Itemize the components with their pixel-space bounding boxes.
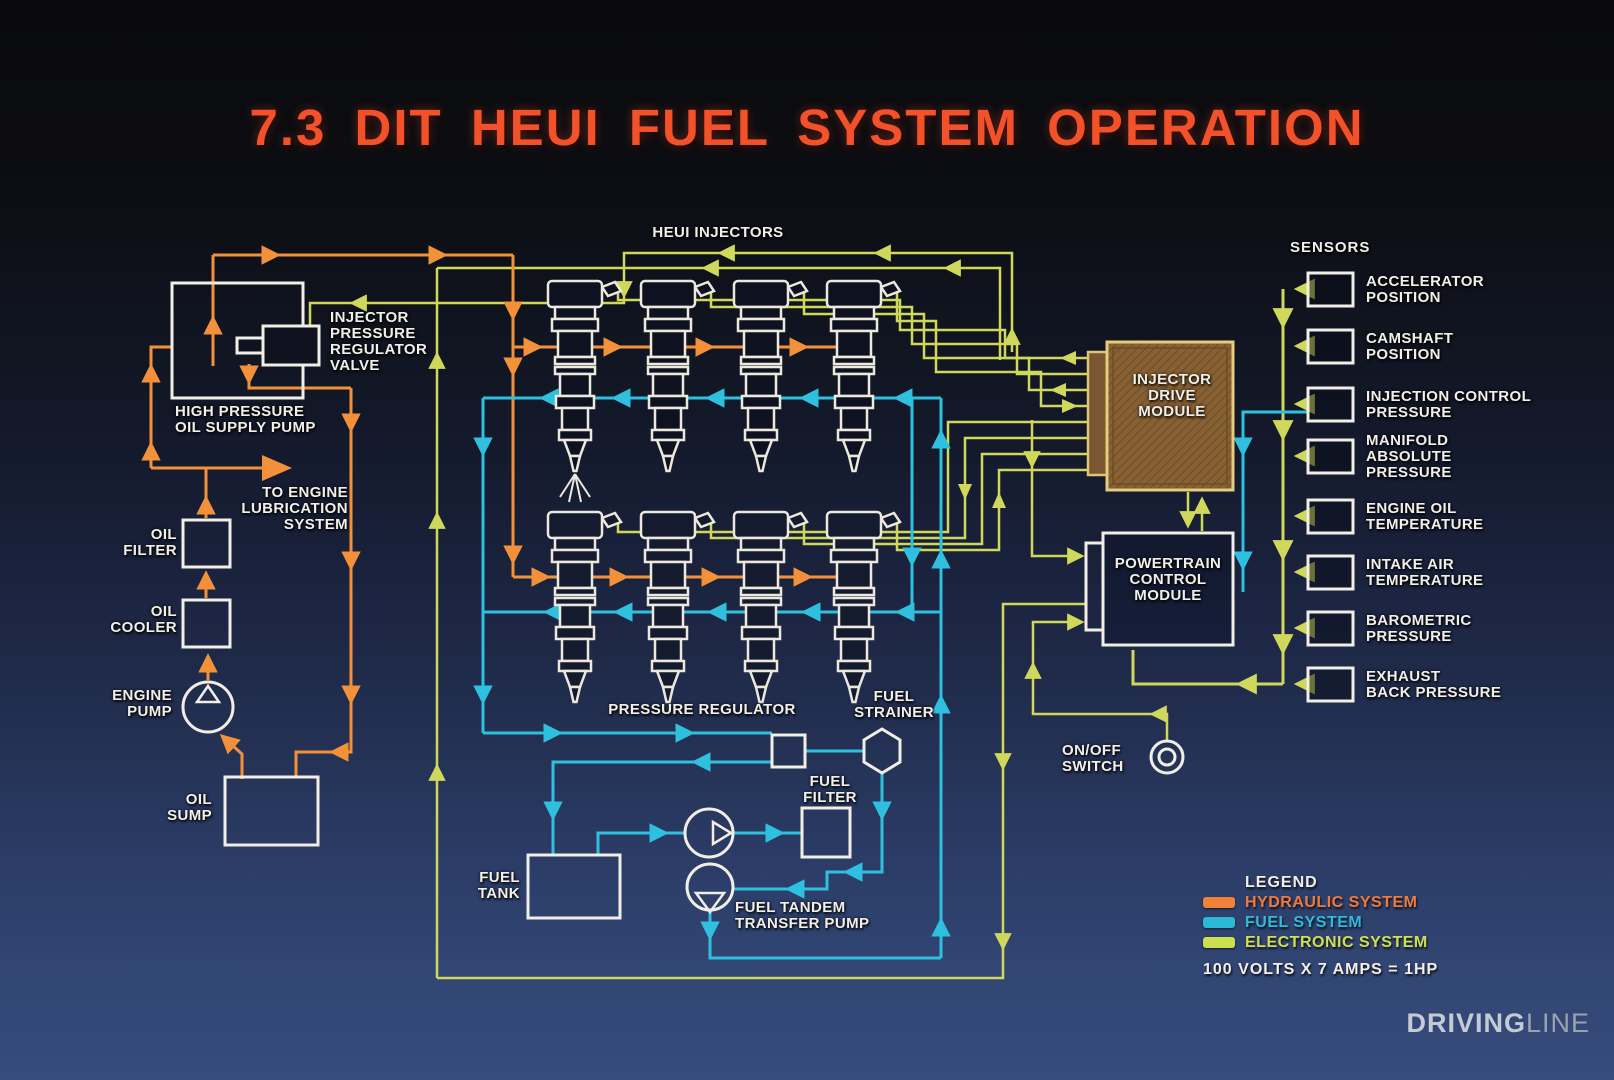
fuel-filter-shape	[800, 806, 852, 859]
heui-injectors-row1	[546, 279, 902, 473]
oil-sump-shape	[223, 775, 320, 847]
label-on-off-switch: ON/OFF SWITCH	[1062, 742, 1124, 775]
sensors-header: SENSORS	[1290, 239, 1371, 256]
ipr-valve-nozzle-shape	[235, 336, 265, 355]
sensor-boxes	[1306, 271, 1355, 703]
on-off-switch-inner-icon	[1157, 747, 1177, 767]
label-ipr-valve: INJECTOR PRESSURE REGULATOR VALVE	[330, 309, 428, 374]
engine-pump-triangle-icon	[194, 683, 222, 704]
legend-item-hydraulic: HYDRAULIC SYSTEM	[1203, 893, 1438, 912]
pcm-box	[1101, 531, 1235, 647]
sensor-label-barometric-pressure: BAROMETRIC PRESSURE	[1366, 612, 1472, 645]
tandem-pump-upper-triangle-icon	[711, 819, 734, 847]
legend-swatch-electronic	[1203, 937, 1235, 948]
electronic-lines	[308, 244, 1315, 980]
ipr-valve-shape	[261, 324, 321, 367]
legend-formula: 100 VOLTS X 7 AMPS = 1HP	[1203, 961, 1439, 978]
sensor-label-manifold-absolute-pressure: MANIFOLD ABSOLUTE PRESSURE	[1366, 432, 1452, 481]
fuel-lines	[473, 388, 1308, 960]
engine-pump-shape	[181, 680, 235, 734]
oil-filter-shape	[181, 518, 232, 569]
electronic-arrows	[958, 351, 1078, 508]
sensor-label-injection-control-pressure: INJECTION CONTROL PRESSURE	[1366, 388, 1532, 421]
sensor-label-exhaust-back-pressure: EXHAUST BACK PRESSURE	[1366, 668, 1502, 701]
legend-label-hydraulic: HYDRAULIC SYSTEM	[1245, 893, 1418, 911]
label-oil-sump: OIL SUMP	[167, 791, 212, 824]
label-heui-injectors: HEUI INJECTORS	[652, 224, 784, 241]
label-fuel-filter: FUEL FILTER	[803, 773, 857, 806]
label-injector-drive-module: INJECTOR DRIVE MODULE	[1132, 371, 1212, 420]
label-pressure-regulator: PRESSURE REGULATOR	[608, 701, 796, 718]
legend-label-electronic: ELECTRONIC SYSTEM	[1245, 933, 1428, 951]
sensor-label-accelerator-position: ACCELERATOR POSITION	[1366, 273, 1485, 306]
label-to-engine-lubrication: TO ENGINE LUBRICATION SYSTEM	[241, 484, 348, 533]
legend: LEGEND HYDRAULIC SYSTEM FUEL SYSTEM ELEC…	[1203, 874, 1438, 979]
legend-swatch-hydraulic	[1203, 897, 1235, 908]
hydraulic-lines	[141, 245, 856, 779]
sensor-label-camshaft-position: CAMSHAFT POSITION	[1366, 330, 1454, 363]
tandem-pump-lower-shape	[685, 862, 735, 912]
legend-swatch-fuel	[1203, 917, 1235, 928]
pressure-regulator-shape	[770, 733, 807, 769]
sensor-label-engine-oil-temperature: ENGINE OIL TEMPERATURE	[1366, 500, 1484, 533]
label-fuel-tank: FUEL TANK	[477, 869, 520, 902]
injector-spray-icon	[559, 473, 591, 503]
label-oil-cooler: OIL COOLER	[110, 603, 177, 636]
legend-item-electronic: ELECTRONIC SYSTEM	[1203, 933, 1438, 952]
watermark-light: LINE	[1525, 1008, 1590, 1038]
watermark-logo: DRIVINGLINE	[1406, 1008, 1590, 1039]
legend-label-fuel: FUEL SYSTEM	[1245, 913, 1363, 931]
label-hp-oil-pump: HIGH PRESSURE OIL SUPPLY PUMP	[175, 403, 316, 436]
to-engine-lubrication-arrow	[262, 455, 292, 481]
component-shapes	[170, 271, 1355, 920]
label-fuel-strainer: FUEL STRAINER	[854, 688, 934, 721]
fuel-strainer-shape	[862, 727, 902, 775]
on-off-switch-icon	[1149, 739, 1185, 775]
tandem-pump-lower-triangle-icon	[693, 891, 727, 915]
idm-connector-shape	[1086, 350, 1109, 477]
fuel-tank-shape	[526, 853, 622, 920]
idm-box	[1086, 340, 1235, 492]
heui-injectors-row2	[546, 510, 902, 704]
pcm-connector-shape	[1084, 541, 1105, 632]
label-oil-filter: OIL FILTER	[123, 526, 177, 559]
label-engine-pump: ENGINE PUMP	[112, 687, 172, 720]
label-fuel-tandem-transfer-pump: FUEL TANDEM TRANSFER PUMP	[735, 899, 870, 932]
legend-item-fuel: FUEL SYSTEM	[1203, 913, 1438, 932]
watermark-bold: DRIVING	[1406, 1008, 1526, 1038]
label-powertrain-control-module: POWERTRAIN CONTROL MODULE	[1114, 555, 1222, 604]
legend-header: LEGEND	[1245, 874, 1318, 891]
page-title: 7.3 DIT HEUI FUEL SYSTEM OPERATION	[249, 99, 1365, 156]
sensor-label-intake-air-temperature: INTAKE AIR TEMPERATURE	[1366, 556, 1484, 589]
tandem-pump-upper-shape	[683, 807, 735, 859]
oil-cooler-shape	[181, 598, 232, 649]
